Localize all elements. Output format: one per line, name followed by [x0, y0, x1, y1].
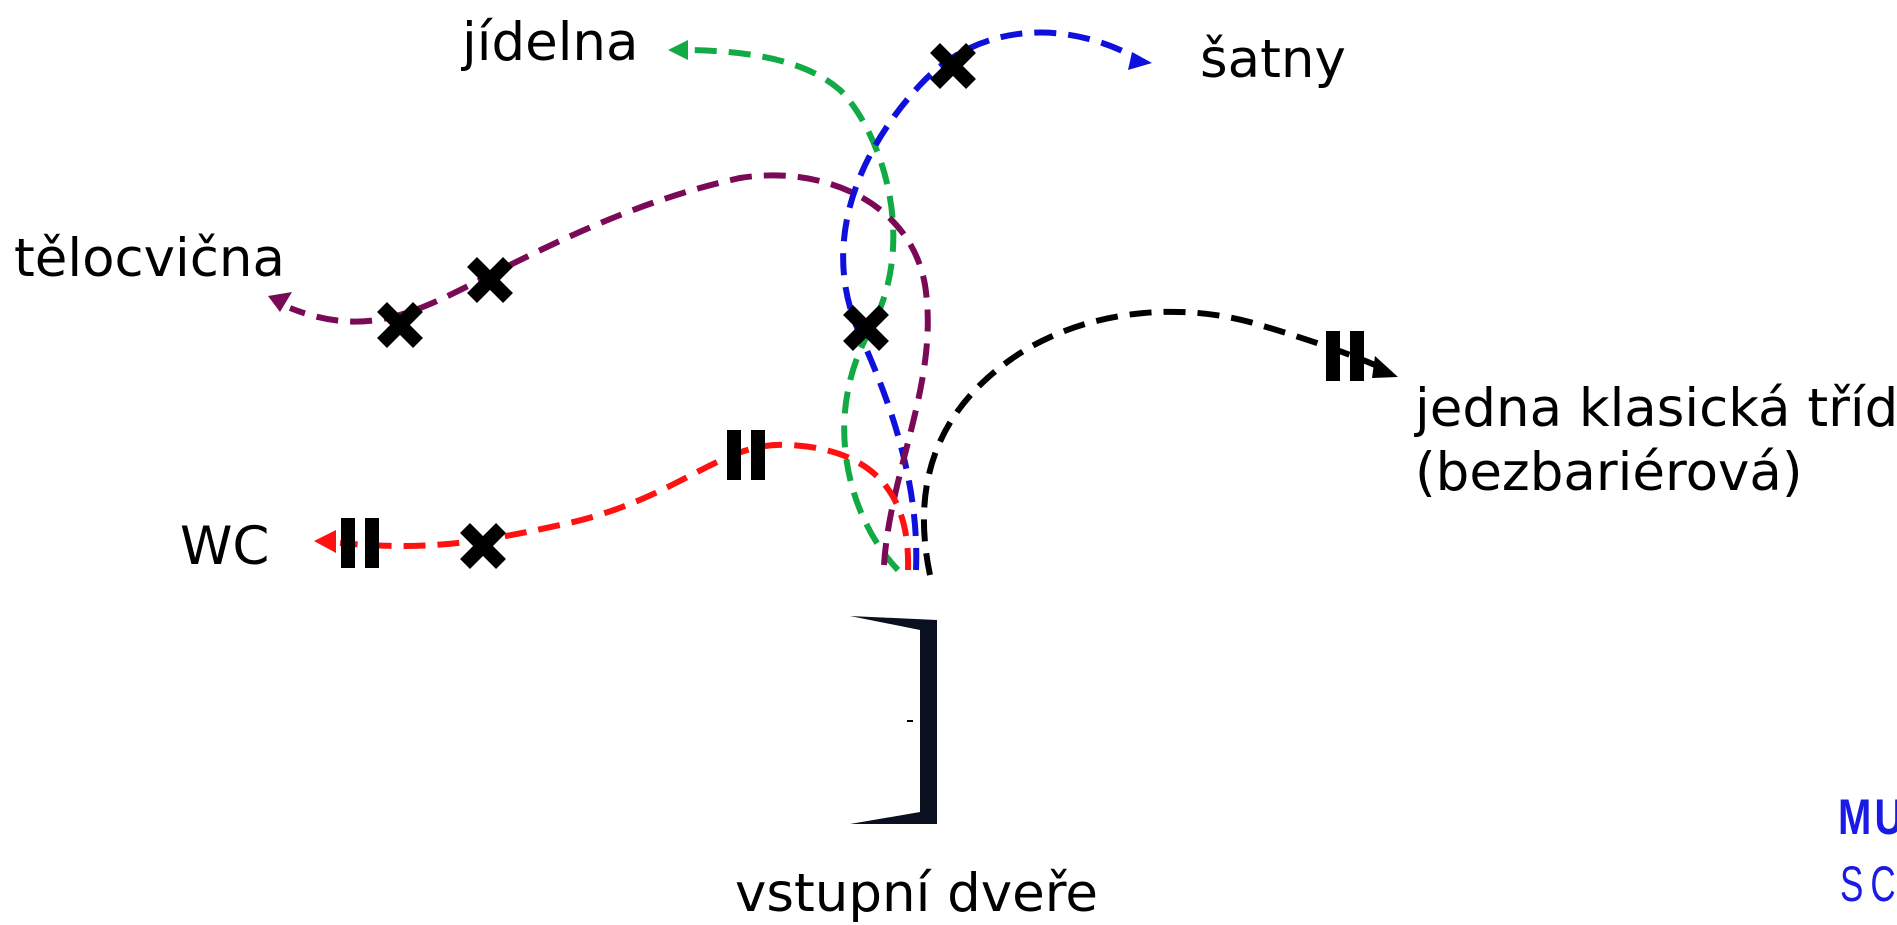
- x-mark: [465, 528, 501, 564]
- logo-top: MU: [1838, 789, 1897, 845]
- pause-mark: [341, 518, 379, 568]
- label-vstupni-dvere: vstupní dveře: [735, 863, 1099, 924]
- x-mark: [472, 262, 508, 298]
- arrow-satny: [1128, 52, 1152, 70]
- label-trida-line1: jedna klasická třída: [1415, 378, 1897, 439]
- entrance-door: [850, 616, 937, 824]
- logo-bottom: SC: [1840, 856, 1897, 912]
- route-satny: [840, 29, 1142, 571]
- route-wc: [339, 441, 912, 571]
- label-jidelna: jídelna: [462, 12, 639, 73]
- arrow-trida: [1372, 356, 1398, 378]
- route-telocvicna: [288, 172, 931, 566]
- arrow-telocvicna: [268, 292, 292, 312]
- pause-mark: [727, 430, 765, 480]
- label-wc: WC: [180, 516, 270, 577]
- label-telocvicna: tělocvična: [14, 228, 285, 289]
- label-trida-line2: (bezbariérová): [1415, 442, 1803, 503]
- route-trida: [921, 308, 1377, 576]
- label-satny: šatny: [1200, 29, 1346, 90]
- arrow-wc: [314, 530, 336, 553]
- route-jidelna: [679, 47, 901, 573]
- arrow-jidelna: [668, 40, 688, 60]
